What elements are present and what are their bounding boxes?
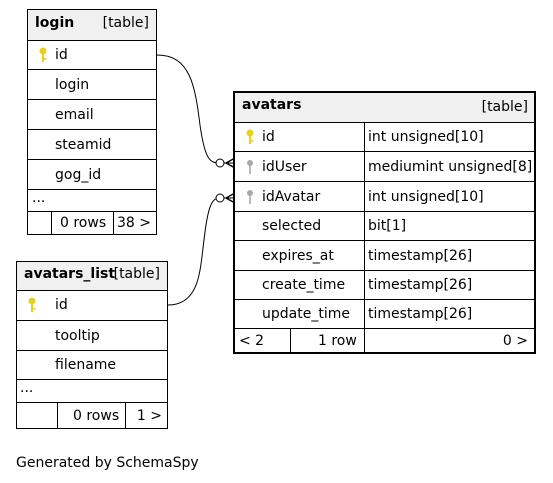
column-name: gog_id <box>55 166 102 183</box>
column-name: steamid <box>55 136 112 153</box>
children-count: 0 > <box>502 332 528 349</box>
ellipsis-row: ... <box>17 380 167 403</box>
ellipsis-row: ... <box>28 190 156 212</box>
parents-count: < 2 <box>239 332 265 349</box>
column-type: mediumint unsigned[8] <box>368 158 533 175</box>
column-row: update_time timestamp[26] <box>235 300 534 329</box>
foreign-key-icon <box>247 189 253 204</box>
column-row: id int unsigned[10] <box>235 123 534 152</box>
table-stats-row: 0 rows 38 > <box>28 212 156 234</box>
column-type: timestamp[26] <box>368 277 473 293</box>
column-name: update_time <box>262 306 350 322</box>
primary-key-icon <box>28 297 36 312</box>
table-type: [table] <box>481 99 528 115</box>
column-type: int unsigned[10] <box>368 188 484 205</box>
column-name: tooltip <box>55 327 100 344</box>
more-columns-ellipsis: ... <box>32 190 46 206</box>
table-name: login <box>35 15 75 31</box>
login-table[interactable]: login [table] id login email steamid gog… <box>27 9 157 235</box>
column-row: steamid <box>28 130 156 160</box>
column-row: idAvatar int unsigned[10] <box>235 182 534 212</box>
column-name: selected <box>262 218 322 234</box>
column-name: create_time <box>262 277 346 293</box>
column-row: filename <box>17 351 167 380</box>
column-type: timestamp[26] <box>368 247 473 264</box>
login-link-optional-marker <box>215 158 225 168</box>
avatars-table-header: avatars [table] <box>235 93 534 123</box>
column-row: idUser mediumint unsigned[8] <box>235 152 534 182</box>
column-row: id <box>17 290 167 321</box>
column-name: id <box>55 46 68 63</box>
login-to-avatars-link <box>156 54 235 164</box>
login-table-header: login [table] <box>28 10 156 41</box>
table-name: avatars_list <box>24 266 116 282</box>
children-count: 1 > <box>136 407 162 424</box>
row-count: 0 rows <box>73 407 120 424</box>
table-type: [table] <box>102 15 149 31</box>
column-name: filename <box>55 357 117 373</box>
column-name: email <box>55 106 94 123</box>
column-row: id <box>28 40 156 70</box>
column-row: login <box>28 70 156 100</box>
more-columns-ellipsis: ... <box>20 380 34 396</box>
column-name: login <box>55 76 90 93</box>
table-stats-row: < 2 1 row 0 > <box>235 329 534 352</box>
table-stats-row: 0 rows 1 > <box>17 403 167 428</box>
avatars-list-to-avatars-link <box>167 197 235 306</box>
column-row: create_time timestamp[26] <box>235 271 534 300</box>
row-count: 0 rows <box>60 215 107 231</box>
avatars-list-table-header: avatars_list [table] <box>17 262 167 291</box>
column-row: tooltip <box>17 321 167 351</box>
avatars-table[interactable]: avatars [table] id int unsigned[10] idUs… <box>233 91 536 354</box>
primary-key-icon <box>246 129 254 144</box>
avatars-list-table[interactable]: avatars_list [table] id tooltip filename… <box>16 261 168 429</box>
primary-key-icon <box>39 47 47 62</box>
column-row: expires_at timestamp[26] <box>235 241 534 271</box>
table-type: [table] <box>113 266 160 282</box>
column-row: selected bit[1] <box>235 212 534 241</box>
column-name: id <box>262 129 275 145</box>
column-name: expires_at <box>262 247 334 264</box>
avatars-list-link-optional-marker <box>215 193 225 203</box>
column-name: idAvatar <box>262 188 321 205</box>
table-name: avatars <box>242 97 302 113</box>
column-name: id <box>55 297 68 313</box>
row-count: 1 row <box>318 332 357 349</box>
children-count: 38 > <box>117 215 151 231</box>
column-row: gog_id <box>28 160 156 190</box>
column-row: email <box>28 100 156 130</box>
column-type: bit[1] <box>368 218 407 234</box>
column-name: idUser <box>262 158 307 175</box>
column-type: timestamp[26] <box>368 306 473 322</box>
column-type: int unsigned[10] <box>368 129 484 145</box>
foreign-key-icon <box>247 159 253 174</box>
generated-by-label: Generated by SchemaSpy <box>16 455 199 471</box>
